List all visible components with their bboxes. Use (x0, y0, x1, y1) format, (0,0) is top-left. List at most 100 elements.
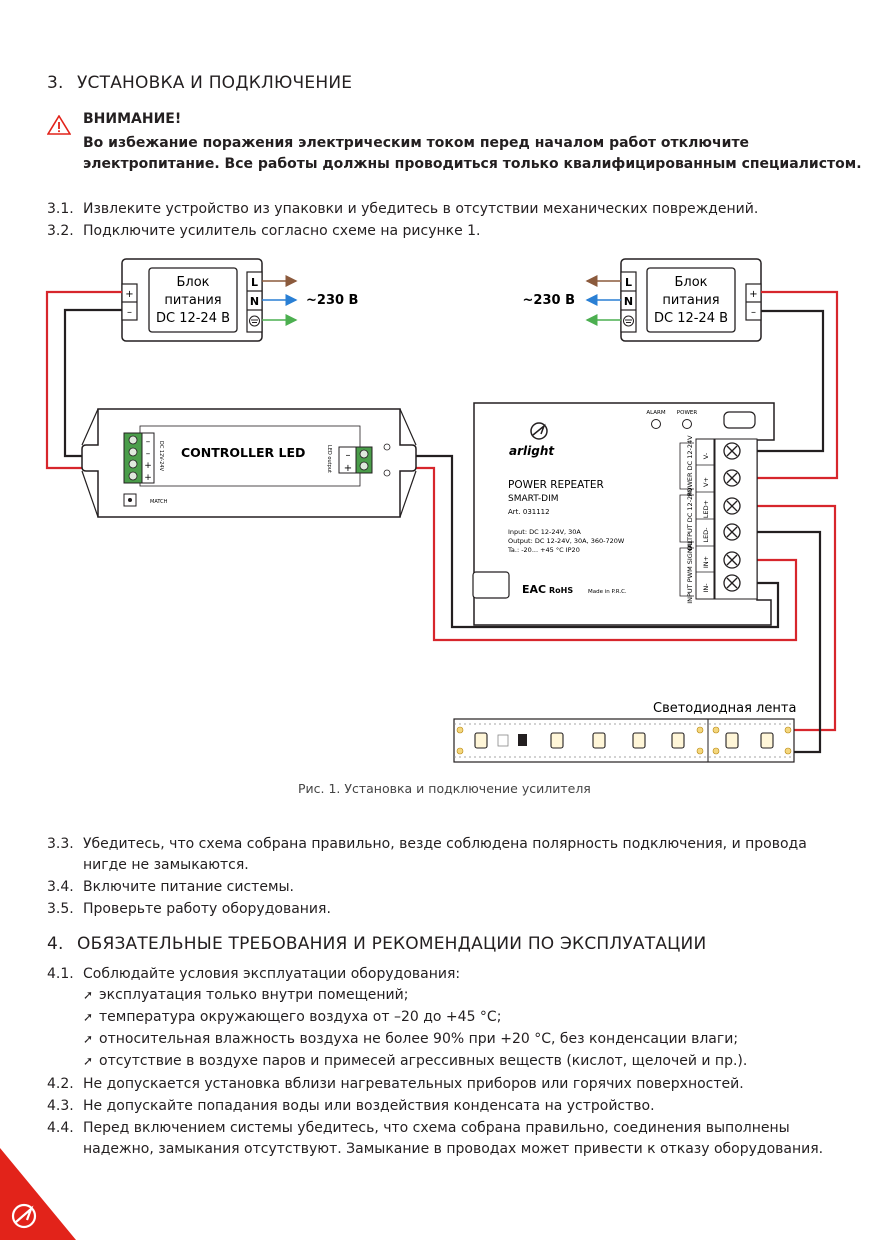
psu-left-line-2: питания (164, 293, 221, 308)
item-text-line-2: надежно, замыкания отсутствуют. Замыкани… (83, 1141, 824, 1157)
repeater-spec-1: Input: DC 12-24V, 30A (508, 528, 581, 536)
step-text: Подключите усилитель согласно схеме на р… (83, 223, 481, 239)
step-3-1: 3.1. Извлеките устройство из упаковки и … (47, 199, 847, 220)
section-4-heading: 4. ОБЯЗАТЕЛЬНЫЕ ТРЕБОВАНИЯ И РЕКОМЕНДАЦИИ… (47, 934, 706, 954)
controller-match: MATCH (150, 499, 168, 505)
item-number: 4.4. (47, 1120, 74, 1136)
controller-label: CONTROLLER LED (181, 445, 305, 460)
repeater-brand: arlight (509, 444, 555, 458)
psu-left-voltage: ~230 В (306, 293, 358, 308)
psu-right-line-1: Блок (674, 275, 707, 290)
psu-right-voltage: ~230 В (523, 293, 575, 308)
svg-text:–: – (346, 450, 351, 461)
psu-right-plus: + (749, 289, 757, 300)
item-text-line-1: Перед включением системы убедитесь, что … (83, 1120, 790, 1136)
section-3-heading: 3. УСТАНОВКА И ПОДКЛЮЧЕНИЕ (47, 73, 352, 93)
psu-right-minus: – (751, 307, 756, 318)
psu-left-line-3: DC 12-24 В (156, 311, 230, 326)
strip-label: Светодиодная лента (653, 701, 796, 716)
item-4-2: 4.2. Не допускается установка вблизи наг… (47, 1074, 847, 1095)
psu-left-term-n: N (250, 295, 259, 308)
svg-text:+: + (144, 473, 152, 483)
repeater-eac: EAC (522, 583, 546, 596)
term-in-minus: IN- (702, 583, 710, 593)
psu-right-term-l: L (625, 276, 632, 289)
warning-title: ВНИМАНИЕ! (83, 111, 182, 127)
bullet-arrow-icon: ➚ (83, 1032, 94, 1046)
warning-line-2: электропитание. Все работы должны провод… (83, 156, 862, 172)
group-power-label: POWER DC 12-24V (686, 435, 694, 497)
step-3-4: 3.4. Включите питание системы. (47, 877, 847, 898)
item-number: 4.1. (47, 966, 74, 982)
psu-left-term-l: L (251, 276, 258, 289)
term-v-minus: V- (702, 452, 710, 459)
item-4-1: 4.1. Соблюдайте условия эксплуатации обо… (47, 964, 847, 985)
step-text: Извлеките устройство из упаковки и убеди… (83, 201, 759, 217)
term-led-plus: LED+ (702, 500, 710, 518)
psu-right-term-n: N (624, 295, 633, 308)
controller-led: – – + + DC 12V-24V CONTROLLER LED MATCH … (81, 408, 417, 518)
step-number: 3.1. (47, 201, 74, 217)
psu-left-line-1: Блок (176, 275, 209, 290)
item-text: Не допускайте попадания воды или воздейс… (83, 1098, 655, 1114)
bullet-text: относительная влажность воздуха не более… (99, 1031, 739, 1047)
section-4-number: 4. (47, 934, 64, 954)
svg-text:–: – (146, 449, 151, 459)
term-led-minus: LED- (702, 527, 710, 543)
item-text: Соблюдайте условия эксплуатации оборудов… (83, 966, 461, 982)
ground-icon (249, 315, 260, 327)
psu-right: L N Блок питания DC 12-24 В + – ~230 В (523, 258, 762, 342)
step-3-5: 3.5. Проверьте работу оборудования. (47, 899, 847, 920)
repeater-model: SMART-DIM (508, 494, 559, 504)
psu-left-minus: – (127, 307, 132, 318)
controller-side-text: DC 12V-24V (158, 441, 164, 472)
item-4-3: 4.3. Не допускайте попадания воды или во… (47, 1096, 847, 1117)
svg-text:+: + (144, 461, 152, 471)
power-repeater: arlight ALARM POWER POWER REPEATER SMART… (472, 402, 775, 626)
group-output-label: OUTPUT DC 12-24V (686, 487, 694, 551)
step-number: 3.2. (47, 223, 74, 239)
step-number: 3.3. (47, 836, 74, 852)
term-v-plus: V+ (702, 477, 710, 487)
section-3-number: 3. (47, 73, 64, 93)
step-number: 3.4. (47, 879, 74, 895)
bullet-arrow-icon: ➚ (83, 1010, 94, 1024)
section-4-title: ОБЯЗАТЕЛЬНЫЕ ТРЕБОВАНИЯ И РЕКОМЕНДАЦИИ П… (77, 934, 707, 954)
bullet-text: отсутствие в воздухе паров и примесей аг… (99, 1053, 748, 1069)
svg-text:–: – (146, 437, 151, 447)
item-number: 4.3. (47, 1098, 74, 1114)
bullet-2: ➚ температура окружающего воздуха от –20 … (83, 1009, 501, 1025)
step-text-line-2: нигде не замыкаются. (83, 857, 249, 873)
arlight-logo-icon (11, 1203, 37, 1229)
bullet-arrow-icon: ➚ (83, 1054, 94, 1068)
led-strip: Светодиодная лента (453, 701, 796, 763)
group-input-label: INPUT PWM SIGNAL (686, 540, 694, 604)
arlight-logo-icon (530, 422, 548, 440)
controller-output-text: LED output (326, 445, 332, 473)
repeater-alarm: ALARM (646, 410, 666, 416)
bullet-text: температура окружающего воздуха от –20 д… (99, 1009, 502, 1025)
item-text: Не допускается установка вблизи нагреват… (83, 1076, 744, 1092)
repeater-art: Art. 031112 (508, 508, 550, 516)
repeater-spec-2: Output: DC 12-24V, 30A, 360-720W (508, 537, 625, 545)
bullet-text: эксплуатация только внутри помещений; (99, 987, 409, 1003)
step-text: Включите питание системы. (83, 879, 295, 895)
psu-right-line-3: DC 12-24 В (654, 311, 728, 326)
psu-left: + – Блок питания DC 12-24 В L N ~230 В (121, 258, 358, 342)
section-3-title: УСТАНОВКА И ПОДКЛЮЧЕНИЕ (77, 73, 353, 93)
wiring-diagram: + – Блок питания DC 12-24 В L N ~230 В L… (45, 258, 839, 763)
terminal-screws (723, 442, 741, 592)
repeater-title: POWER REPEATER (508, 479, 604, 491)
svg-text:+: + (344, 463, 352, 474)
psu-left-plus: + (125, 289, 133, 300)
step-3-2: 3.2. Подключите усилитель согласно схеме… (47, 221, 847, 242)
bullet-1: ➚ эксплуатация только внутри помещений; (83, 987, 408, 1003)
repeater-made: Made in P.R.C. (588, 589, 627, 595)
ground-icon (623, 315, 634, 327)
repeater-rohs: RoHS (549, 586, 573, 595)
bullet-arrow-icon: ➚ (83, 988, 94, 1002)
item-4-4: 4.4. Перед включением системы убедитесь,… (47, 1118, 847, 1162)
warning-line-1: Во избежание поражения электрическим ток… (83, 135, 750, 151)
step-text-line-1: Убедитесь, что схема собрана правильно, … (83, 836, 807, 852)
repeater-power: POWER (677, 410, 698, 416)
